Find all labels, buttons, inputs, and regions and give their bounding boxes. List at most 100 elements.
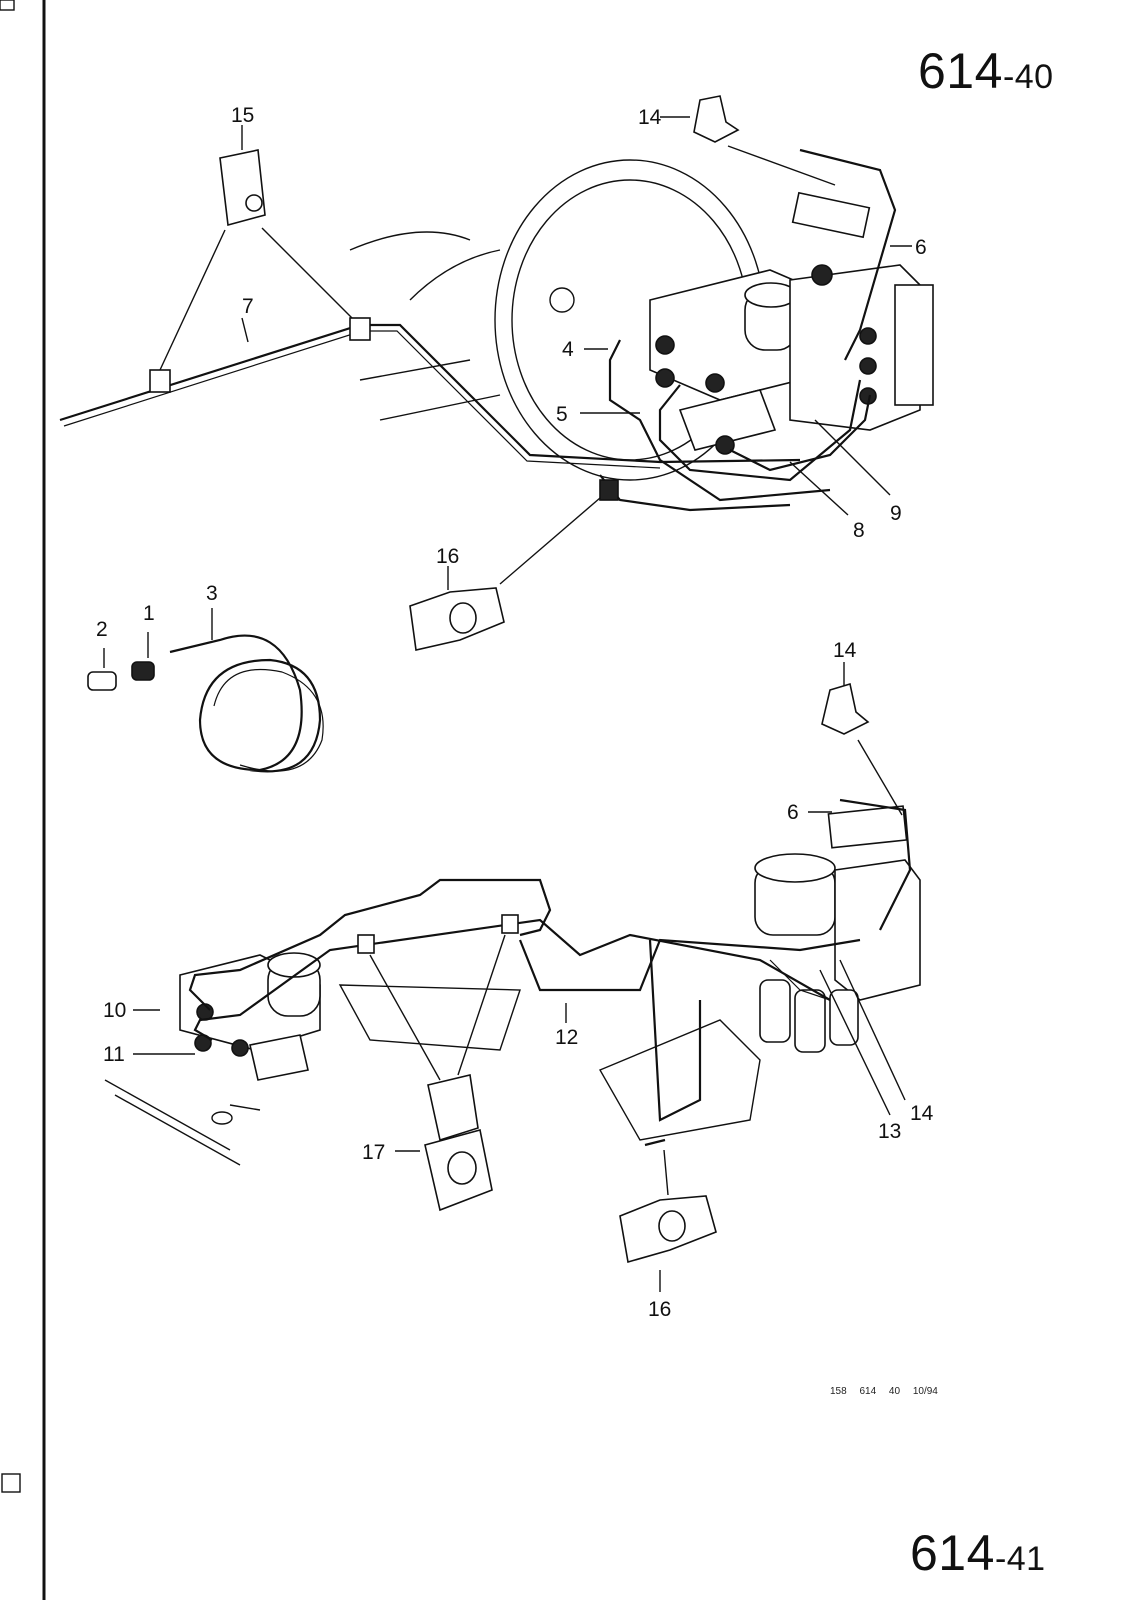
part-16-holder-bottom-ring [658, 1210, 686, 1242]
union-nut [705, 373, 725, 393]
brake-pipe-13-end [644, 1138, 666, 1147]
callout-8: 8 [853, 519, 865, 542]
hydraulic-unit [789, 264, 921, 431]
body-panel-line [409, 249, 501, 301]
callout-numbers: 15 14 6 7 4 5 8 9 16 3 1 2 14 6 10 11 12… [96, 104, 934, 1321]
part-2-union [87, 671, 117, 691]
callout-17: 17 [362, 1141, 385, 1164]
body-panel-line [349, 231, 471, 251]
page-number-top: 614-40 [918, 42, 1054, 100]
callout-16-top: 16 [436, 545, 459, 568]
body-panel-line [229, 1104, 261, 1111]
hydraulic-unit-lower [834, 859, 921, 1001]
punch-hole-top [0, 0, 15, 11]
part-15-clip-hole [245, 194, 263, 212]
leader-9 [814, 419, 891, 496]
leader-14-bottom [839, 959, 906, 1101]
part-17-clip [427, 1074, 479, 1142]
body-panel-line [104, 1079, 231, 1151]
punch-hole-bottom [1, 1473, 21, 1493]
part-3-pipe-coil-inner [213, 668, 324, 772]
leader-15-a [159, 229, 226, 371]
leader-17-b [457, 934, 506, 1076]
brake-pipe-8 [729, 394, 872, 472]
body-panel-line [379, 394, 501, 421]
hydraulic-unit-relay [894, 284, 934, 406]
leader-8 [789, 461, 849, 516]
part-17-holder-ring [447, 1151, 477, 1185]
brake-pipe-12 [518, 938, 861, 992]
pipe-clip [501, 914, 519, 934]
pipe-clip [599, 479, 619, 501]
leader-17-a [369, 954, 441, 1081]
reservoir-cap-lower-top [267, 952, 321, 978]
page-number-top-sub: -40 [1002, 58, 1054, 96]
callout-16-bottom: 16 [648, 1298, 671, 1321]
leader-16-top-to-clip [499, 497, 601, 585]
part-14-clip-top [693, 95, 740, 143]
callout-6-bottom: 6 [787, 801, 799, 824]
page-number-bottom: 614-41 [910, 1524, 1046, 1582]
leader-7 [241, 317, 249, 343]
page-number-top-main: 614 [918, 43, 1003, 99]
pipe-clip [149, 369, 171, 393]
union-nut [231, 1039, 249, 1057]
mounting-bracket [791, 191, 871, 239]
callout-12: 12 [555, 1026, 578, 1049]
leader-14-mid-to-bracket [857, 739, 903, 816]
brake-pipe-4 [608, 339, 831, 502]
brake-pipe-6-lower [839, 798, 912, 931]
master-cylinder-bore [678, 389, 777, 451]
body-panel-line [359, 359, 471, 381]
leader-14-top-to-bracket [727, 145, 836, 186]
body-panel-line [114, 1094, 241, 1166]
page-number-bottom-sub: -41 [994, 1540, 1046, 1578]
pump-motor-top [754, 853, 836, 883]
brake-pipe-13 [648, 939, 702, 1122]
brake-pipe-7-edge [63, 330, 661, 469]
solenoid-valve [759, 979, 791, 1043]
callout-5: 5 [556, 403, 568, 426]
callout-3: 3 [206, 582, 218, 605]
part-15-clip [219, 149, 266, 227]
union-nut [655, 335, 675, 355]
booster-stud [549, 287, 575, 313]
loose-parts [87, 608, 324, 773]
part-3-pipe-coil [169, 634, 322, 773]
callout-7: 7 [242, 295, 254, 318]
master-cylinder-lower-bore [249, 1034, 309, 1081]
callout-11: 11 [103, 1043, 125, 1066]
union-nut [811, 264, 833, 286]
leader-13 [819, 969, 891, 1116]
mounting-bracket-lower [827, 805, 908, 849]
brake-pipe-10 [188, 878, 552, 1011]
callout-2: 2 [96, 618, 108, 641]
solenoid-valve [794, 989, 826, 1053]
union-nut [715, 435, 735, 455]
callout-15: 15 [231, 104, 254, 127]
brake-pipe-14-lower [769, 959, 831, 1001]
body-panel-hole [211, 1111, 233, 1125]
top-assembly [59, 95, 934, 651]
callout-4: 4 [562, 338, 574, 361]
body-panel-plate [598, 1019, 761, 1141]
union-nut [859, 327, 877, 345]
brake-pipe-5 [658, 379, 862, 482]
part-14-clip-mid [821, 682, 870, 735]
callout-14-mid: 14 [833, 639, 857, 662]
callout-14-bottom: 14 [910, 1102, 934, 1125]
leader-16-bottom-to-pipe [663, 1149, 669, 1196]
body-panel-plate [338, 984, 521, 1051]
bottom-assembly [104, 662, 921, 1292]
callout-6-top: 6 [915, 236, 927, 259]
part-1-nut [131, 661, 155, 681]
callout-1: 1 [143, 602, 155, 625]
callout-9: 9 [890, 502, 902, 525]
part-16-holder-top-ring [449, 602, 477, 634]
pipe-clip [357, 934, 375, 954]
footer-code-line: 158 614 40 10/94 [830, 1386, 938, 1397]
leader-15-b [261, 227, 353, 319]
union-nut [655, 368, 675, 388]
